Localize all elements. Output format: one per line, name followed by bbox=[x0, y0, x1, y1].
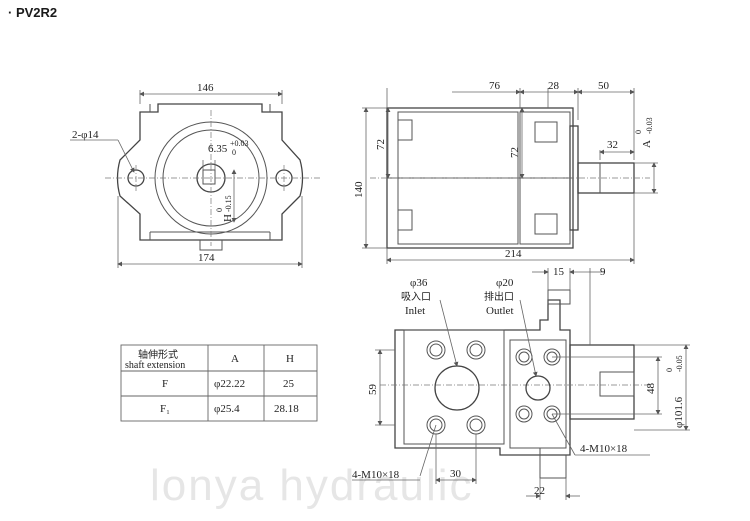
dim-22: 22 bbox=[534, 485, 545, 497]
thread-right: 4-M10×18 bbox=[580, 443, 628, 455]
inlet-en: Inlet bbox=[405, 305, 425, 317]
dim-140: 140 bbox=[353, 181, 365, 198]
outlet-port bbox=[525, 375, 551, 401]
side-view: 76 28 50 140 72 72 32 A 0 -0.03 214 bbox=[353, 80, 658, 264]
thread-left: 4-M10×18 bbox=[352, 469, 400, 481]
hole-callout: 2-φ14 bbox=[72, 129, 99, 141]
inlet-cn: 吸入口 bbox=[401, 292, 431, 303]
dim-101-6-tol-upper: 0 bbox=[665, 368, 674, 372]
dim-h: H bbox=[222, 214, 234, 222]
dim-174: 174 bbox=[198, 252, 215, 264]
dim-a-tol-lower: -0.03 bbox=[645, 117, 654, 134]
dim-30: 30 bbox=[450, 468, 462, 480]
dim-15: 15 bbox=[553, 266, 565, 278]
dim-146: 146 bbox=[197, 82, 214, 94]
outlet-cn: 排出口 bbox=[484, 290, 514, 303]
table-row-1-a: φ22.22 bbox=[214, 378, 245, 390]
inlet-dia: φ36 bbox=[410, 277, 428, 289]
dim-76: 76 bbox=[489, 80, 501, 92]
shaft-table: 轴伸形式 shaft extension A H F φ22.22 25 F₁ … bbox=[120, 344, 318, 422]
dim-a: A bbox=[641, 140, 653, 148]
dim-h-tol-upper: 0 bbox=[215, 208, 224, 212]
table-header-cn: 轴伸形式 bbox=[138, 348, 178, 361]
table-row-1-type: F bbox=[162, 378, 168, 390]
dim-72-left: 72 bbox=[375, 139, 387, 150]
table-row-2-a: φ25.4 bbox=[214, 403, 240, 415]
inlet-port bbox=[434, 365, 480, 411]
dim-214: 214 bbox=[505, 248, 522, 260]
page-title: · PV2R2 bbox=[8, 5, 58, 20]
table-header-a: A bbox=[231, 353, 239, 365]
front-view: 146 174 2-φ14 6.35 +0.03 0 H 0 -0.15 bbox=[70, 82, 320, 268]
dim-28: 28 bbox=[548, 80, 560, 92]
dim-6-35-tol-lower: 0 bbox=[232, 148, 236, 157]
bottom-view: φ36 吸入口 Inlet φ20 排出口 Outlet 15 9 59 48 … bbox=[352, 266, 690, 500]
dim-6-35-tol-upper: +0.03 bbox=[230, 139, 249, 148]
dim-101-6-tol-lower: -0.05 bbox=[675, 355, 684, 372]
table-row-1-h: 25 bbox=[283, 378, 295, 390]
table-row-2-type: F₁ bbox=[160, 403, 170, 415]
dim-32: 32 bbox=[607, 139, 618, 151]
table-header-en: shaft extension bbox=[125, 360, 185, 371]
dim-50: 50 bbox=[598, 80, 610, 92]
table-row-2-h: 28.18 bbox=[274, 403, 299, 415]
outlet-en: Outlet bbox=[486, 305, 514, 317]
dim-9: 9 bbox=[600, 266, 606, 278]
dim-6-35: 6.35 bbox=[208, 143, 228, 155]
dim-72-mid: 72 bbox=[509, 147, 521, 158]
table-header-h: H bbox=[286, 353, 294, 365]
dim-a-tol-upper: 0 bbox=[634, 130, 643, 134]
dim-101-6: φ101.6 bbox=[673, 396, 685, 428]
outlet-dia: φ20 bbox=[496, 277, 514, 289]
dim-h-tol-lower: -0.15 bbox=[224, 195, 233, 212]
watermark: lonya hydraulic bbox=[150, 461, 474, 510]
dim-48: 48 bbox=[645, 383, 657, 395]
dim-59: 59 bbox=[367, 384, 379, 396]
